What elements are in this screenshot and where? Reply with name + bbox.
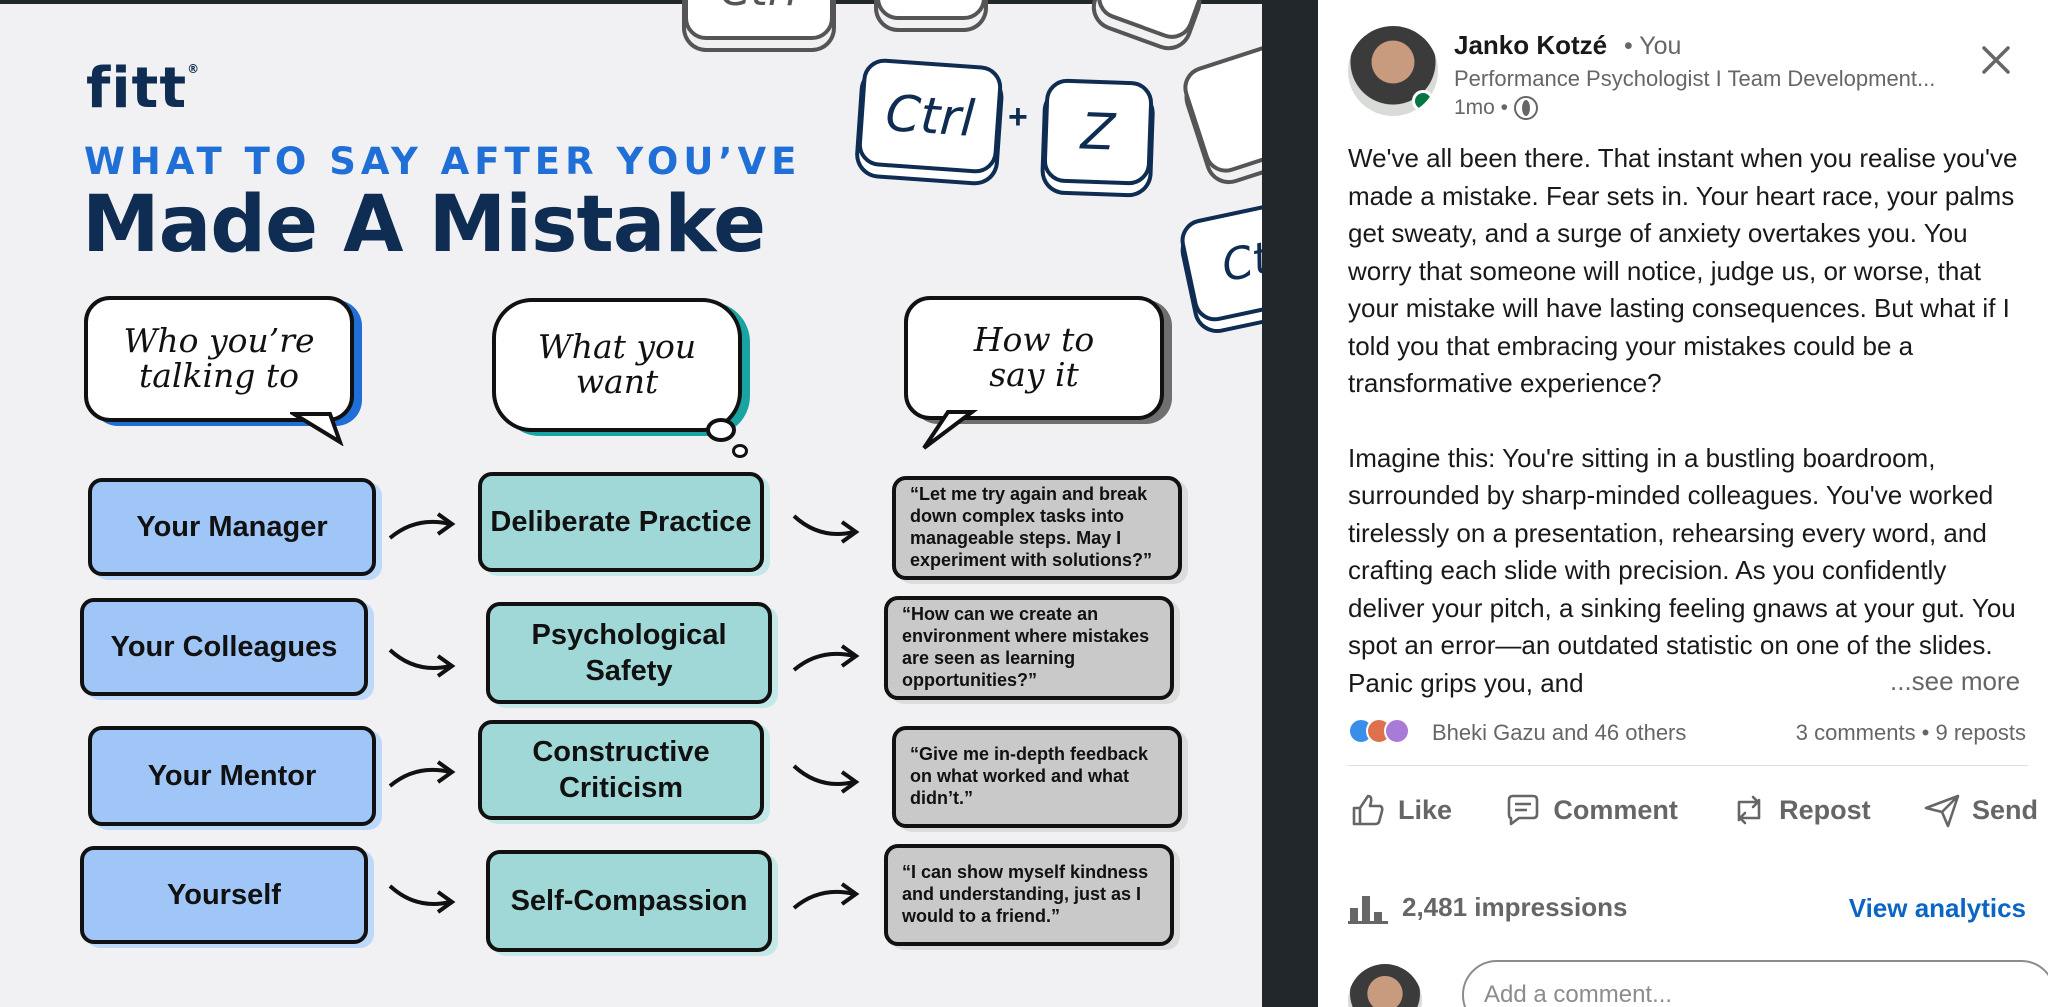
plus-sign: + — [1008, 98, 1028, 136]
post-image[interactable]: fitt® WHAT TO SAY AFTER YOU’VE Made A Mi… — [0, 0, 1262, 1007]
engagement-counts[interactable]: 3 comments • 9 reposts — [1795, 720, 2026, 745]
send-label: Send — [1971, 794, 2038, 825]
comment-input[interactable] — [1462, 960, 2048, 1007]
want-cell-psychological-safety: Psychological Safety — [486, 602, 772, 704]
ctrl-key-top-illustration: Ctrl — [684, 0, 834, 40]
blank-key-illustration — [876, 0, 986, 20]
post-detail-panel: Janko Kotzé • You Performance Psychologi… — [1318, 0, 2048, 1007]
post-paragraph-2: Imagine this: You're sitting in a bustli… — [1348, 442, 2016, 698]
infographic-kicker: WHAT TO SAY AFTER YOU’VE — [84, 140, 802, 183]
z-key-illustration: Z — [1042, 78, 1154, 186]
commenter-avatar — [1348, 964, 1422, 1007]
comment-button[interactable]: Comment — [1503, 790, 1678, 830]
bar-chart-icon — [1348, 896, 1388, 924]
thought-dot-small — [732, 444, 748, 458]
fitt-logo: fitt® — [86, 56, 201, 121]
infographic-title: Made A Mistake — [82, 180, 766, 270]
view-analytics-link[interactable]: View analytics — [1848, 893, 2026, 923]
divider — [1348, 765, 2028, 766]
post-meta: 1mo • — [1454, 96, 1539, 120]
arrow-icon — [388, 760, 456, 788]
ctrl-key-partial-label: Ct — [1217, 232, 1262, 292]
arrow-key-illustration — [1091, 0, 1209, 45]
action-bar: Like Comment Repost Send — [1348, 790, 2038, 830]
who-cell-mentor: Your Mentor — [88, 726, 376, 826]
key-illustration-right — [1177, 39, 1262, 179]
header-bubble-who: Who you’re talking to — [84, 296, 354, 422]
ctrl-key-partial-illustration: Ct — [1176, 198, 1262, 326]
viewer-gutter — [1262, 0, 1318, 1007]
post-body: We've all been there. That instant when … — [1348, 140, 2028, 739]
author-name[interactable]: Janko Kotzé — [1454, 30, 1608, 60]
say-cell-manager: “Let me try again and break down complex… — [892, 476, 1182, 580]
want-cell-constructive-criticism: Constructive Criticism — [478, 720, 764, 820]
want-cell-self-compassion: Self-Compassion — [486, 850, 772, 952]
author-avatar[interactable] — [1348, 26, 1438, 116]
header-bubble-say: How to say it — [904, 296, 1164, 420]
see-more-link[interactable]: ...see more — [1878, 666, 2021, 697]
say-cell-yourself: “I can show myself kindness and understa… — [884, 844, 1174, 946]
arrow-icon — [792, 514, 860, 544]
say-cell-mentor: “Give me in-depth feedback on what worke… — [892, 726, 1182, 828]
bubble-tail-who — [290, 412, 344, 446]
thought-dot-large — [706, 418, 736, 442]
author-headline: Performance Psychologist I Team Developm… — [1454, 66, 1936, 91]
arrow-icon — [792, 764, 860, 794]
repost-label: Repost — [1779, 794, 1871, 825]
send-icon — [1924, 794, 1960, 828]
comment-composer — [1348, 960, 2048, 1007]
arrow-icon — [792, 882, 860, 910]
say-cell-colleagues: “How can we create an environment where … — [884, 596, 1174, 700]
repost-button[interactable]: Repost — [1729, 790, 1871, 830]
ctrl-key-illustration: Ctrl — [856, 57, 1004, 175]
arrow-icon — [388, 884, 456, 914]
reactions-summary[interactable]: Bheki Gazu and 46 others — [1432, 720, 1687, 745]
arrow-icon — [792, 644, 860, 672]
who-cell-yourself: Yourself — [80, 846, 368, 944]
thumbs-up-icon — [1352, 794, 1384, 826]
post-paragraph-1: We've all been there. That instant when … — [1348, 143, 2018, 398]
post-time: 1mo • — [1454, 96, 1509, 119]
like-button[interactable]: Like — [1348, 790, 1452, 830]
arrow-icon — [388, 512, 456, 540]
z-key-label: Z — [1079, 102, 1117, 162]
close-icon[interactable] — [1976, 40, 2016, 80]
header-bubble-want: What you want — [492, 298, 742, 432]
impressions-stat: 2,481 impressions — [1348, 890, 1627, 924]
ctrl-key-label: Ctrl — [883, 83, 977, 149]
online-status-icon — [1412, 90, 1434, 112]
comment-icon — [1508, 794, 1539, 826]
impressions-count: 2,481 impressions — [1402, 891, 1628, 922]
repost-icon — [1737, 795, 1761, 825]
support-reaction-icon — [1384, 718, 1410, 744]
want-cell-deliberate-practice: Deliberate Practice — [478, 472, 764, 572]
author-you-label: • You — [1624, 32, 1682, 60]
arrow-icon — [388, 648, 456, 678]
who-cell-colleagues: Your Colleagues — [80, 598, 368, 696]
reaction-icons[interactable] — [1348, 718, 1410, 744]
send-button[interactable]: Send — [1922, 790, 2038, 830]
who-cell-manager: Your Manager — [88, 478, 376, 576]
globe-icon — [1514, 96, 1539, 120]
ctrl-key-top-label: Ctrl — [720, 0, 798, 16]
comment-label: Comment — [1553, 794, 1678, 825]
image-top-edge — [0, 0, 1262, 4]
like-label: Like — [1398, 794, 1453, 825]
bubble-tail-say — [922, 410, 978, 450]
